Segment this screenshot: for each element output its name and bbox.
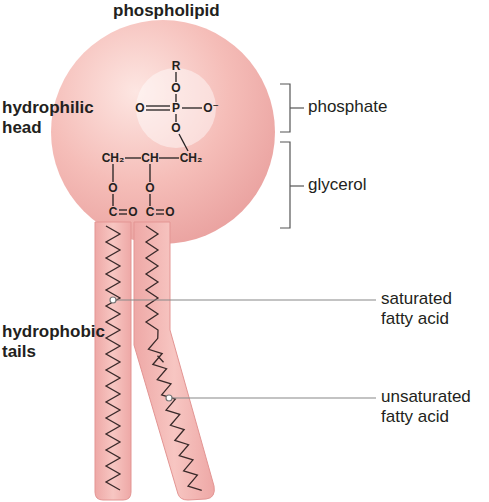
double-bond <box>157 356 163 362</box>
unsaturated-tail <box>134 222 214 500</box>
region-label: hydrophilic head <box>2 98 114 139</box>
atom-symbol: O⁻ <box>203 102 219 114</box>
atom-symbol: O <box>165 206 174 218</box>
leader-lines <box>116 300 376 398</box>
atom-symbol: O <box>128 206 137 218</box>
atom-symbol: O <box>135 102 144 114</box>
hydrophilic-head <box>51 20 275 244</box>
atom-symbol: CH <box>141 152 158 164</box>
saturated-chain <box>106 226 120 490</box>
unsaturated-chain <box>146 226 202 490</box>
title: phospholipid <box>113 1 213 21</box>
brackets <box>280 84 304 228</box>
part-label: unsaturated fatty acid <box>381 387 481 428</box>
atom-symbol: C <box>146 206 155 218</box>
region-label: hydrophobic tails <box>2 322 120 363</box>
part-label: glycerol <box>308 175 408 195</box>
atom-symbol: P <box>172 102 180 114</box>
saturated-tail <box>95 222 131 500</box>
leader-dot <box>166 395 172 401</box>
atom-symbol: O <box>171 82 180 94</box>
atom-symbol: CH₂ <box>180 152 203 164</box>
atom-symbol: O <box>171 122 180 134</box>
chemical-bonds <box>113 72 202 214</box>
atom-symbol: R <box>172 60 181 72</box>
atom-symbol: C <box>109 206 118 218</box>
leader-dot <box>110 297 116 303</box>
carbon-chain <box>106 226 202 490</box>
atom-symbol: CH₂ <box>102 152 125 164</box>
part-label: saturated fatty acid <box>381 289 481 330</box>
atom-symbol: O <box>145 182 154 194</box>
part-label: phosphate <box>308 97 408 117</box>
atom-symbol: O <box>108 182 117 194</box>
